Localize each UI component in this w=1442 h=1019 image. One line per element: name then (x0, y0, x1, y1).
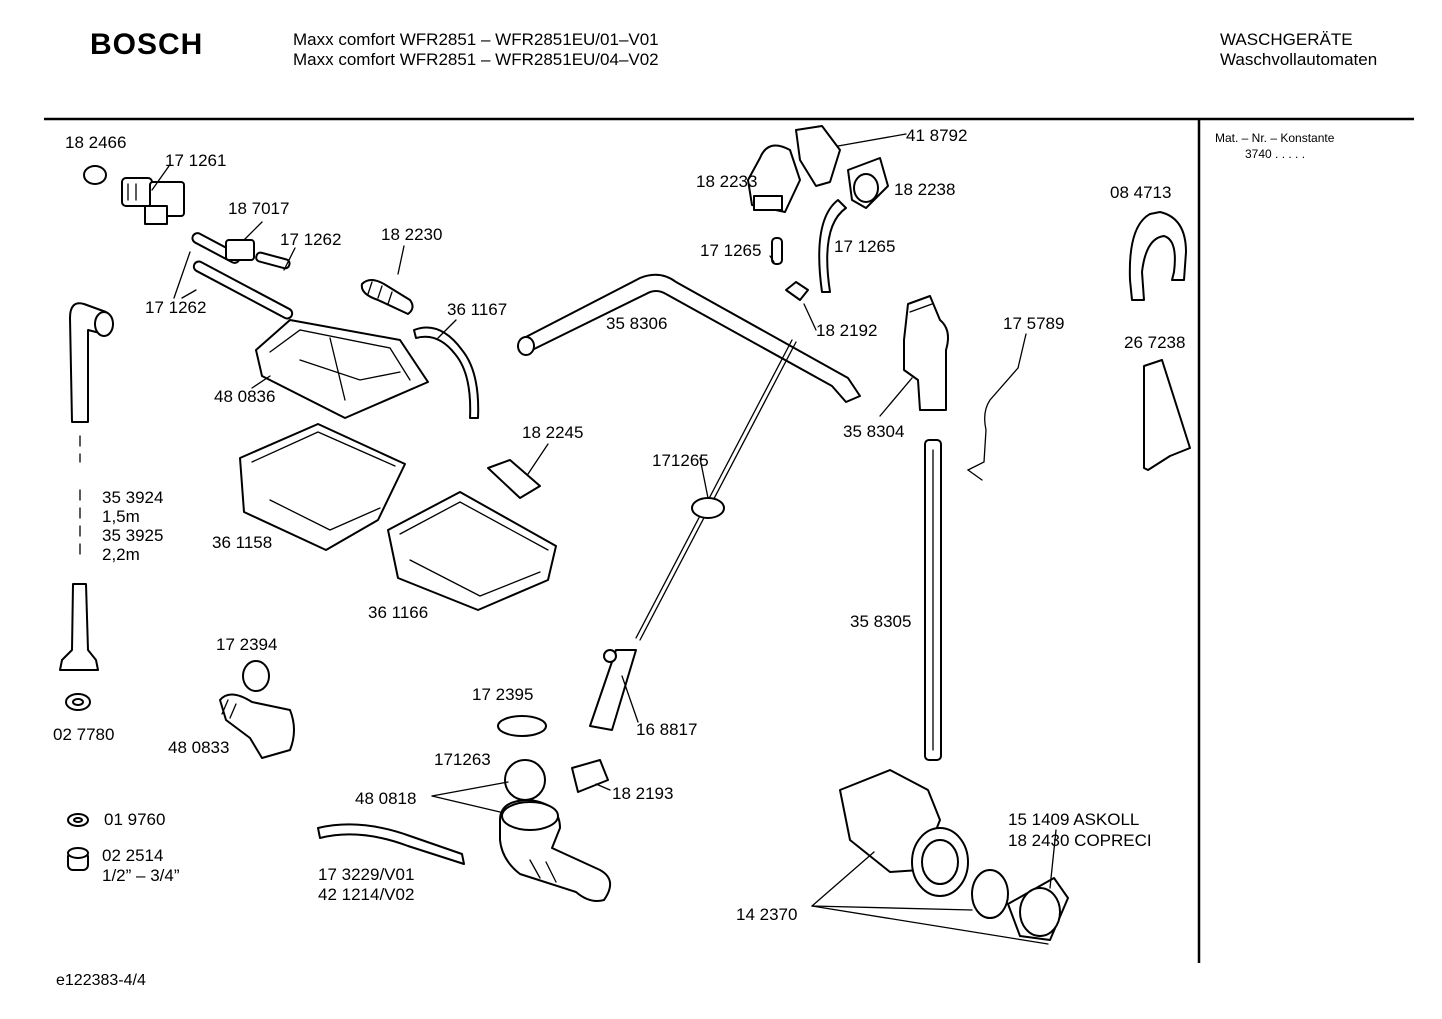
part-label-353925: 35 3925 (102, 526, 164, 545)
dispenser-drawer-part (387, 491, 557, 611)
part-label-353924: 35 3924 (102, 488, 164, 507)
seal-ring-part (242, 660, 270, 692)
part-label-length-2: 2,2m (102, 545, 140, 564)
part-label-171265-b: 17 1265 (834, 237, 896, 256)
mat-number-value: 3740 . . . . . (1245, 147, 1306, 161)
part-label-182233: 18 2233 (696, 172, 758, 191)
pressure-hoses-part (771, 199, 847, 301)
drain-pump-part (839, 769, 969, 897)
part-label-168817: 16 8817 (636, 720, 698, 739)
part-label-480836: 48 0836 (214, 387, 276, 406)
pump-filter-part (1007, 877, 1069, 941)
part-label-358306: 35 8306 (606, 314, 668, 333)
document-code: e122383-4/4 (56, 972, 146, 989)
solenoid-valve-part (121, 177, 185, 225)
part-label-171263: 171263 (434, 750, 491, 769)
bracket-418792-part (795, 125, 841, 187)
part-label-084713: 08 4713 (1110, 183, 1172, 202)
pressure-switch-part (747, 144, 801, 213)
part-label-thread-size: 1/2” – 3/4” (102, 866, 180, 885)
model-line-2: Maxx comfort WFR2851 – WFR2851EU/04–V02 (293, 50, 659, 69)
part-label-421214: 42 1214/V02 (318, 885, 415, 904)
part-label-361166: 36 1166 (368, 603, 429, 622)
dispenser-cover-part (255, 319, 429, 419)
part-label-187017: 18 7017 (228, 199, 290, 218)
clamp-182193-part (571, 759, 609, 793)
part-label-171262-a: 17 1262 (280, 230, 342, 249)
drain-hose-173229-part (317, 823, 465, 865)
part-label-027780: 02 7780 (53, 725, 115, 744)
part-label-267238: 26 7238 (1124, 333, 1186, 352)
part-label-151409: 15 1409 ASKOLL (1008, 810, 1140, 829)
part-label-171262-b: 17 1262 (145, 298, 207, 317)
part-label-171265-c: 171265 (652, 451, 709, 470)
inlet-hose-part (59, 302, 114, 671)
drain-pipe-part (517, 273, 861, 403)
part-label-182193: 18 2193 (612, 784, 674, 803)
model-line-1: Maxx comfort WFR2851 – WFR2851EU/01–V01 (293, 30, 659, 49)
part-label-022514: 02 2514 (102, 846, 164, 865)
pump-top-part (903, 295, 949, 411)
part-label-length-1: 1,5m (102, 507, 140, 526)
hose-elbow-part (219, 693, 295, 759)
part-label-182466: 18 2466 (65, 133, 127, 152)
washer-ring-part (65, 693, 91, 711)
bracket-084713-part (1128, 211, 1187, 301)
part-label-173229: 17 3229/V01 (318, 865, 415, 884)
bellows-part (360, 279, 414, 315)
part-label-182238: 18 2238 (894, 180, 956, 199)
ball-valve-part (504, 759, 546, 801)
cap-part (83, 165, 107, 185)
part-label-182245: 18 2245 (522, 423, 584, 442)
part-label-361167: 36 1167 (447, 300, 508, 319)
siphon-clip-part (487, 459, 541, 499)
category-subtitle: Waschvollautomaten (1220, 50, 1378, 69)
pressure-tube-part (635, 339, 797, 641)
part-label-172394: 17 2394 (216, 635, 278, 654)
washer-022514-part (67, 847, 89, 871)
part-label-358304: 35 8304 (843, 422, 905, 441)
part-label-172395: 17 2395 (472, 685, 534, 704)
pump-seal-part (971, 869, 1009, 919)
part-label-480818: 48 0818 (355, 789, 417, 808)
air-trap-part (589, 649, 637, 731)
category-title: WASCHGERÄTE (1220, 30, 1353, 49)
mat-number-label: Mat. – Nr. – Konstante (1215, 131, 1335, 145)
part-label-358305: 35 8305 (850, 612, 912, 631)
leader-lines (151, 133, 1057, 945)
part-label-142370: 14 2370 (736, 905, 798, 924)
part-label-182192: 18 2192 (816, 321, 878, 340)
part-label-019760: 01 9760 (104, 810, 166, 829)
lever-175789-part (966, 367, 1019, 481)
part-label-182230: 18 2230 (381, 225, 443, 244)
dispenser-housing-part (239, 423, 406, 551)
part-label-171265-a: 17 1265 (700, 241, 762, 260)
part-label-418792: 41 8792 (906, 126, 968, 145)
part-label-361158: 36 1158 (212, 533, 273, 552)
pump-hose-358305-part (924, 439, 942, 761)
overflow-hose-part (413, 326, 480, 419)
pressure-chamber-part (847, 157, 889, 209)
valve-hoses-part (191, 232, 294, 320)
washer-019760-part (67, 813, 89, 827)
bosch-logo: BOSCH (90, 28, 204, 61)
part-label-182430: 18 2430 COPRECI (1008, 831, 1152, 850)
sump-hose-part (499, 799, 611, 902)
seal-172395-part (497, 715, 547, 737)
bracket-267238-part (1143, 359, 1191, 471)
part-label-171261: 17 1261 (165, 151, 227, 170)
part-label-175789: 17 5789 (1003, 314, 1065, 333)
part-label-480833: 48 0833 (168, 738, 230, 757)
